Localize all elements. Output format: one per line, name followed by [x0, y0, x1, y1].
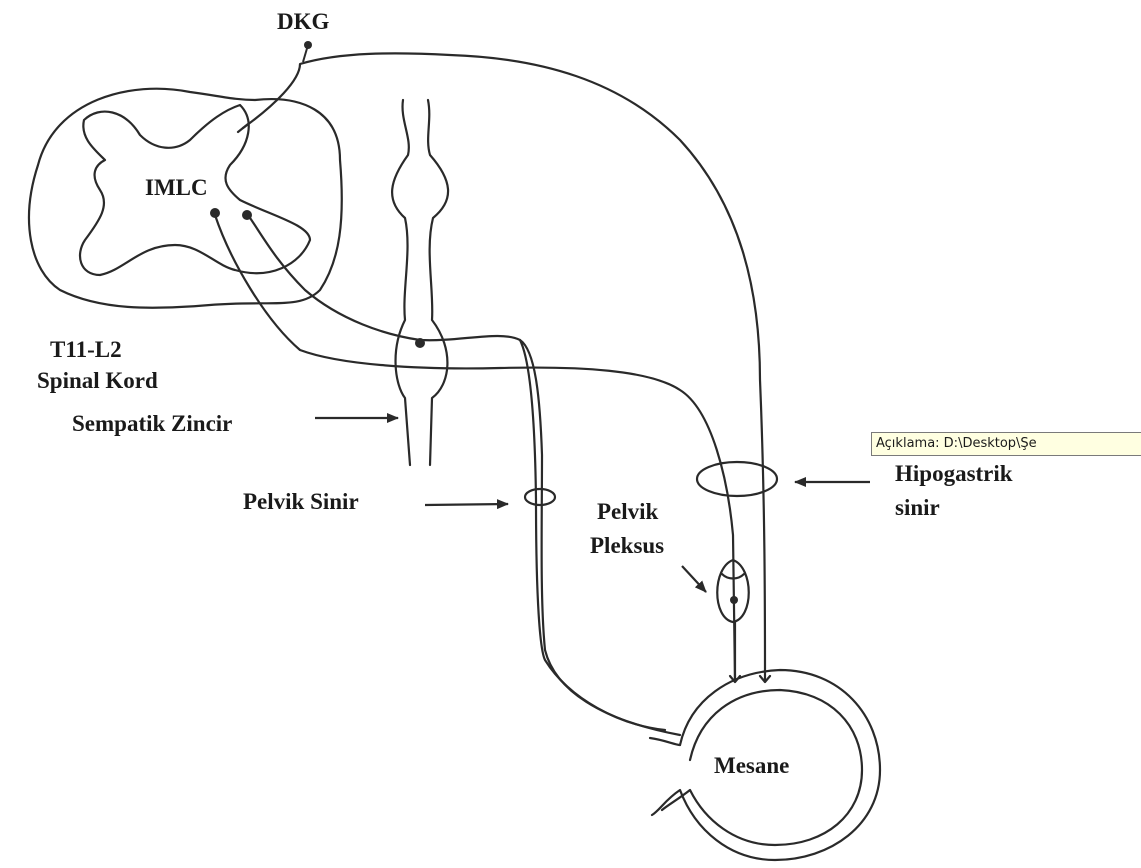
imlc-fiber-hypogastric: [215, 215, 735, 680]
sympathetic-ganglion-dot: [415, 338, 425, 348]
pelvic-nerve-arrow: [425, 504, 508, 505]
pelvic-plexus-neuron-dot: [730, 596, 738, 604]
description-tooltip: Açıklama: D:\Desktop\Şe: [871, 432, 1141, 456]
dkg-label: DKG: [277, 8, 329, 35]
sympathetic-chain-label: Sempatik Zincir: [72, 410, 232, 437]
imlc-neuron-dot-1: [210, 208, 220, 218]
sympathetic-chain-right: [428, 100, 448, 465]
bladder-neck-top: [650, 738, 680, 745]
pelvic-plexus-label-line2: Pleksus: [590, 532, 664, 559]
dkg-afferent-fiber: [243, 53, 765, 680]
imlc-neuron-dot-2: [242, 210, 252, 220]
spinal-level-label: T11-L2: [50, 336, 122, 363]
imlc-fiber-pelvic: [248, 215, 680, 735]
sympathetic-chain-left: [392, 100, 410, 465]
pelvic-nerve-ring: [525, 489, 555, 505]
pelvic-plexus-arrow: [682, 566, 706, 592]
hypogastric-nerve-ring: [697, 462, 777, 496]
hypogastric-label-line2: sinir: [895, 494, 940, 521]
imlc-label: IMLC: [145, 174, 208, 201]
pelvic-plexus-label-line1: Pelvik: [597, 498, 658, 525]
spinal-cord-label: Spinal Kord: [37, 367, 158, 394]
hypogastric-label-line1: Hipogastrik: [895, 460, 1013, 487]
dkg-synapse-mark: [238, 124, 248, 132]
bladder-label: Mesane: [714, 752, 789, 779]
pelvic-nerve-label: Pelvik Sinir: [243, 488, 359, 515]
